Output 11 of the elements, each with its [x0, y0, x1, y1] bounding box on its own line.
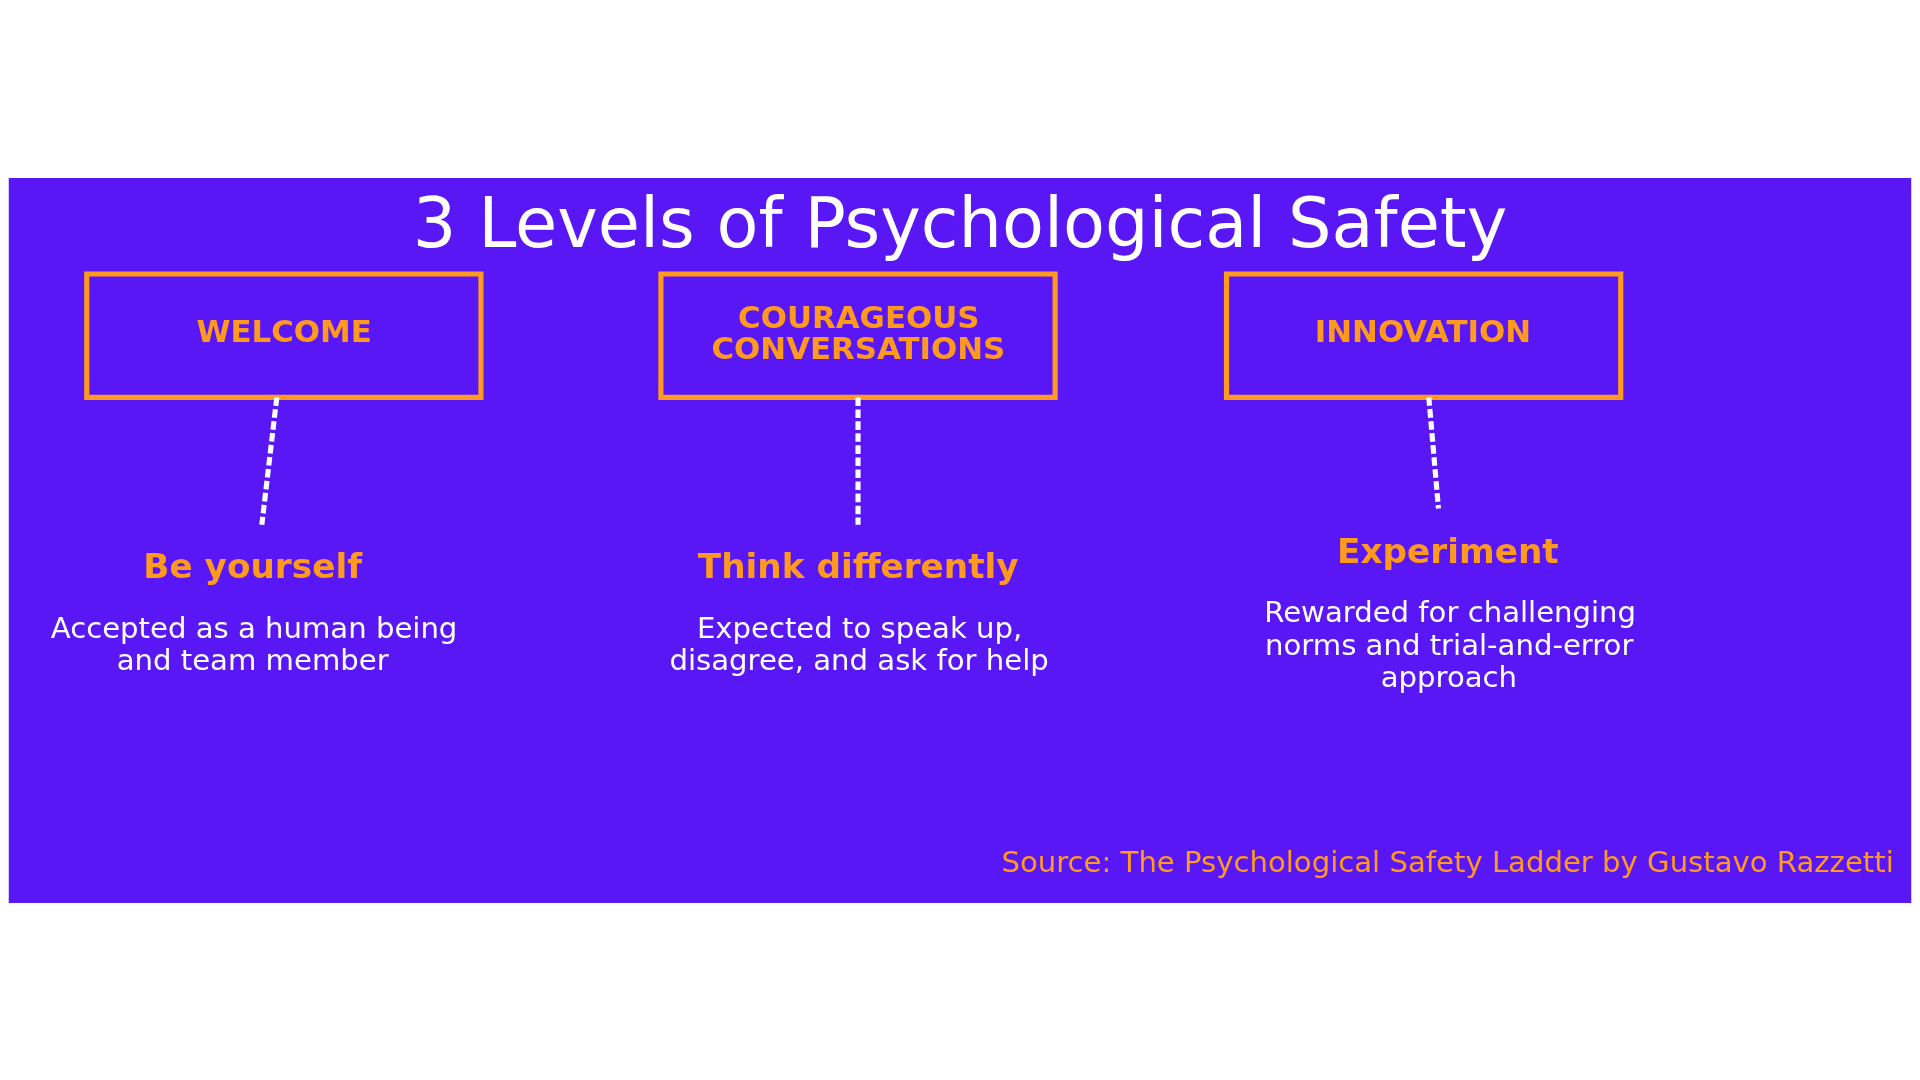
node-box: WELCOME [84, 270, 484, 400]
node-box: COURAGEOUS CONVERSATIONS [658, 270, 1058, 400]
node-text: Experiment Rewarded for challenging norms and trial-and-error approach [1264, 530, 1637, 694]
connector [855, 396, 861, 525]
connector [1426, 396, 1441, 509]
node-box: INNOVATION [1223, 270, 1624, 400]
label: Source: The Psychological Safety Ladder by Gustavo Razzetti [1001, 844, 1894, 879]
node-text: Think differently Expected to speak up, disagree, and ask for help [669, 545, 1049, 677]
node-text: Be yourself Accepted as a human being and team member [50, 545, 458, 677]
connector [259, 396, 280, 525]
diagram-title: 3 Levels of Psychological Safety [412, 182, 1508, 263]
